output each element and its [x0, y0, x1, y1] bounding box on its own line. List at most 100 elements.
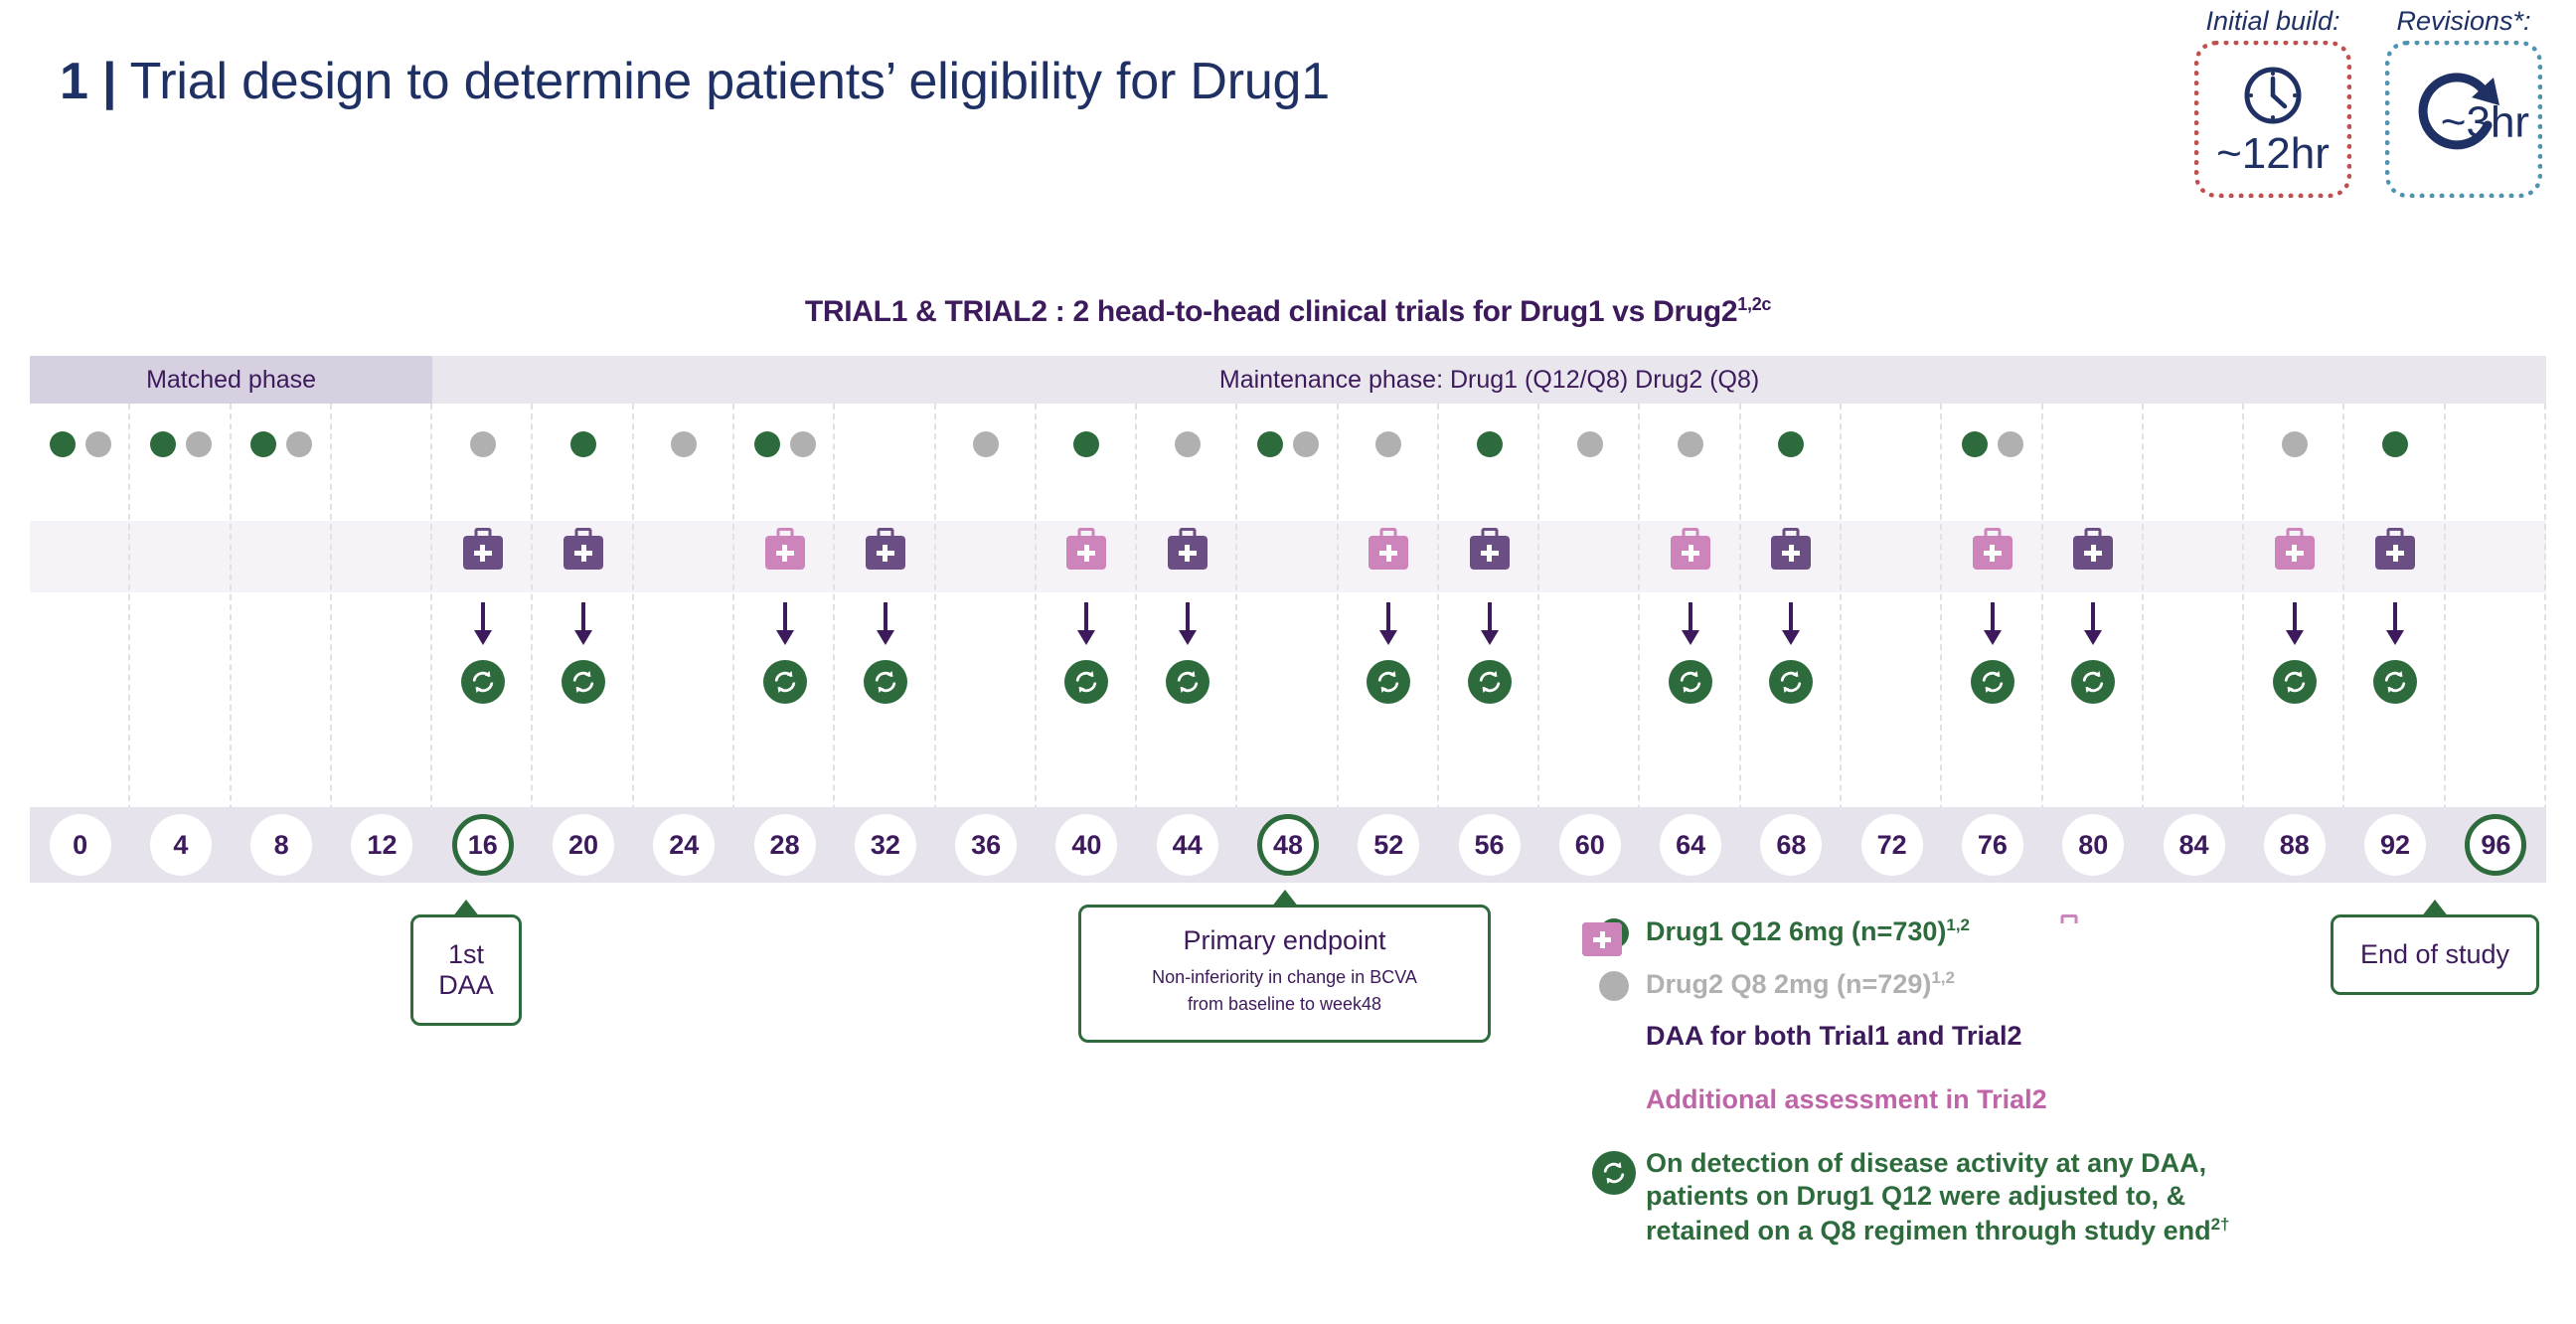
week-tick-0[interactable]: 0 [30, 813, 130, 877]
dose-markers-week-60 [1539, 431, 1640, 457]
week-tick-96[interactable]: 96 [2446, 813, 2546, 877]
week-tick-32[interactable]: 32 [835, 813, 935, 877]
refresh-icon [1970, 660, 2014, 704]
dose-markers-week-88 [2244, 431, 2344, 457]
week-tick-44[interactable]: 44 [1137, 813, 1237, 877]
week-tick-68[interactable]: 68 [1741, 813, 1842, 877]
assessment-band-left [30, 521, 433, 592]
gridline-week-20 [533, 404, 634, 831]
timeline-column-week-60 [1539, 404, 1640, 831]
drug2-dot-icon [789, 431, 816, 457]
drug2-dot-icon [973, 431, 1000, 457]
week-tick-label: 4 [149, 814, 212, 876]
drug2-dot-icon [1375, 431, 1402, 457]
down-arrow-icon [1487, 602, 1492, 632]
week-tick-36[interactable]: 36 [936, 813, 1037, 877]
week-tick-56[interactable]: 56 [1439, 813, 1539, 877]
week-tick-label: 40 [1055, 814, 1118, 876]
daa-kit-icon [2375, 528, 2416, 570]
gridline-week-28 [734, 404, 836, 831]
badge-revisions-box: ~3hr [2385, 41, 2542, 198]
week-tick-8[interactable]: 8 [232, 813, 332, 877]
drug1-dot-icon [2382, 431, 2409, 457]
week-tick-label: 28 [753, 814, 816, 876]
timeline-column-week-88 [2244, 404, 2344, 831]
week-tick-20[interactable]: 20 [533, 813, 633, 877]
drug1-dot-icon [753, 431, 780, 457]
phase-label-text: Maintenance phase: Drug1 (Q12/Q8) Drug2 … [1218, 365, 1760, 394]
timeline-column-week-36 [936, 404, 1037, 831]
page-title-number: 1 [60, 53, 88, 110]
gridline-week-8 [232, 404, 332, 831]
gridline-week-16 [432, 404, 534, 831]
legend-item-2: DAA for both Trial1 and Trial2 [1582, 914, 2556, 1066]
week-tick-76[interactable]: 76 [1942, 813, 2042, 877]
drug2-dot-icon [1576, 431, 1603, 457]
week-tick-label: 36 [955, 814, 1018, 876]
timeline-column-week-68 [1741, 404, 1842, 831]
week-tick-label: 76 [1961, 814, 2023, 876]
week-tick-label: 12 [351, 814, 413, 876]
week-tick-label: 88 [2263, 814, 2326, 876]
callout-end-of-study: End of study [2331, 914, 2539, 995]
timeline-column-week-56 [1439, 404, 1539, 831]
gridline-week-76 [1942, 404, 2043, 831]
dose-markers-week-52 [1339, 431, 1439, 457]
timeline-column-week-52 [1339, 404, 1439, 831]
week-tick-60[interactable]: 60 [1539, 813, 1640, 877]
drug1-dot-icon [1961, 431, 1988, 457]
week-tick-84[interactable]: 84 [2144, 813, 2244, 877]
drug1-dot-icon [570, 431, 597, 457]
legend-item-4: On detection of disease activity at any … [1582, 1147, 2556, 1248]
timeline-gridlines [30, 404, 2546, 831]
down-arrow-icon [2292, 602, 2297, 632]
dose-markers-week-76 [1942, 431, 2042, 457]
down-arrow-icon [2393, 602, 2398, 632]
week-tick-52[interactable]: 52 [1339, 813, 1439, 877]
gridline-week-48 [1237, 404, 1339, 831]
week-tick-12[interactable]: 12 [332, 813, 432, 877]
week-tick-48[interactable]: 48 [1237, 813, 1338, 877]
week-tick-label: 32 [854, 814, 916, 876]
timeline-column-week-20 [533, 404, 633, 831]
week-tick-40[interactable]: 40 [1037, 813, 1137, 877]
daa-kit-icon [462, 528, 503, 570]
legend-item-label-line: retained on a Q8 regimen through study e… [1646, 1215, 2230, 1245]
refresh-icon [863, 660, 907, 704]
down-arrow-icon [480, 602, 485, 632]
page-title: 1 | Trial design to determine patients’ … [60, 52, 1330, 111]
week-tick-88[interactable]: 88 [2244, 813, 2344, 877]
refresh-icon [562, 660, 606, 704]
down-arrow-icon [1185, 602, 1190, 632]
timeline-column-week-16 [432, 404, 533, 831]
drug1-dot-icon [149, 431, 176, 457]
gridline-week-60 [1539, 404, 1641, 831]
week-tick-80[interactable]: 80 [2043, 813, 2144, 877]
additional-assessment-kit-icon [1582, 914, 2078, 1129]
timeline-column-week-96 [2446, 404, 2546, 831]
legend-item-3: Additional assessment in Trial2 [1582, 914, 2556, 1129]
week-tick-28[interactable]: 28 [734, 813, 835, 877]
timeline-column-week-40 [1037, 404, 1137, 831]
dose-markers-week-36 [936, 431, 1037, 457]
week-tick-label: 8 [250, 814, 313, 876]
week-tick-24[interactable]: 24 [634, 813, 734, 877]
week-tick-16[interactable]: 16 [432, 813, 533, 877]
dose-markers-week-28 [734, 431, 835, 457]
dose-markers-week-24 [634, 431, 734, 457]
gridline-week-56 [1439, 404, 1540, 831]
dose-markers-week-64 [1640, 431, 1740, 457]
refresh-icon [1367, 660, 1411, 704]
daa-kit-icon [1771, 528, 1812, 570]
week-tick-92[interactable]: 92 [2344, 813, 2445, 877]
gridline-week-44 [1137, 404, 1238, 831]
dose-markers-week-92 [2344, 431, 2445, 457]
week-tick-72[interactable]: 72 [1842, 813, 1942, 877]
timeline-column-week-0 [30, 404, 130, 831]
dose-markers-week-8 [232, 431, 332, 457]
week-tick-label: 24 [653, 814, 716, 876]
legend-item-0: Drug1 Q12 6mg (n=730)1,2 [1582, 914, 2556, 949]
week-tick-4[interactable]: 4 [130, 813, 231, 877]
timeline-column-week-92 [2344, 404, 2445, 831]
week-tick-64[interactable]: 64 [1640, 813, 1740, 877]
